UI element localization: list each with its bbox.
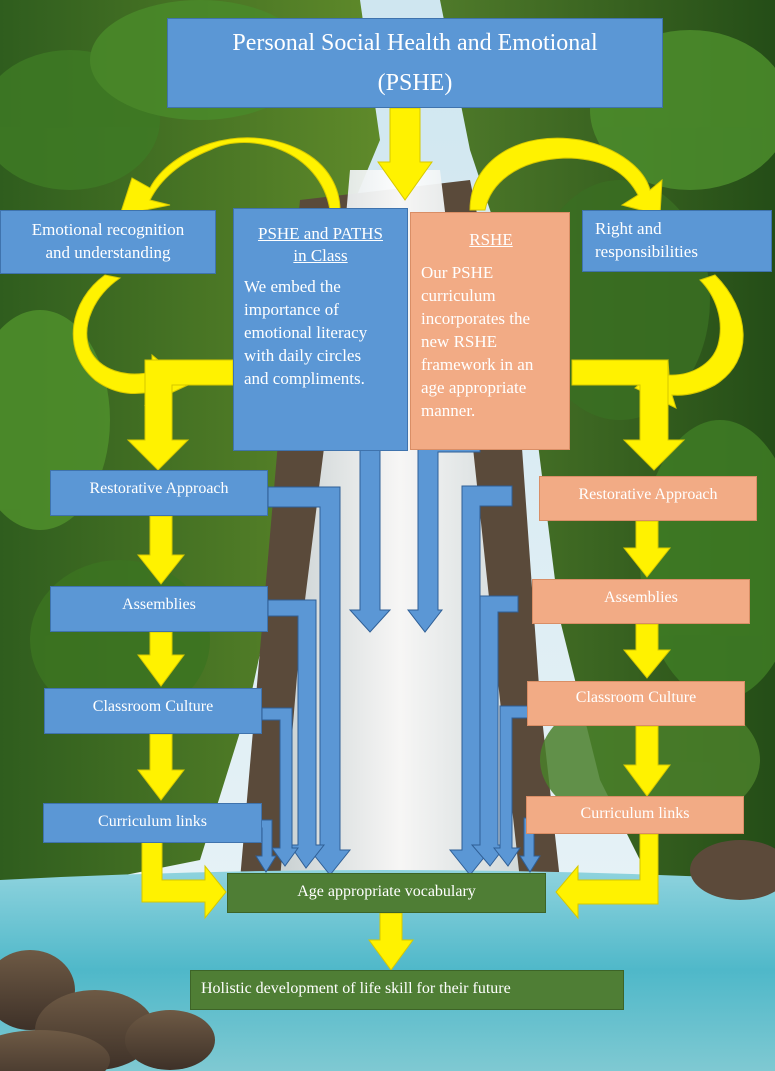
rshe-text-line: framework in an <box>421 355 534 374</box>
pshe-paths-heading-1: PSHE and PATHS <box>257 224 384 243</box>
vocabulary-box: Age appropriate vocabulary <box>227 873 546 913</box>
rshe-text-line: age appropriate <box>421 378 527 397</box>
rshe-text-line: manner. <box>421 401 476 420</box>
rshe-text-line: new RSHE <box>421 332 498 351</box>
rshe-text: Our PSHE curriculum incorporates the new… <box>421 261 561 422</box>
right-classroom-culture-box: Classroom Culture <box>527 681 745 726</box>
rshe-text-line: incorporates the <box>421 309 531 328</box>
pshe-text-line: emotional literacy <box>244 323 368 342</box>
rshe-text-line: curriculum <box>421 286 496 305</box>
emotional-recognition-box: Emotional recognition and understanding <box>0 210 216 274</box>
pshe-paths-text: We embed the importance of emotional lit… <box>244 275 397 390</box>
rights-box: Right and responsibilities <box>582 210 772 272</box>
right-assemblies-box: Assemblies <box>532 579 750 624</box>
right-restorative-box: Restorative Approach <box>539 476 757 521</box>
title-line-1: Personal Social Health and Emotional <box>232 30 598 56</box>
pshe-paths-box: PSHE and PATHS in Class We embed the imp… <box>233 208 408 451</box>
pshe-text-line: importance of <box>244 300 339 319</box>
holistic-development-box: Holistic development of life skill for t… <box>190 970 624 1010</box>
left-classroom-culture-box: Classroom Culture <box>44 688 262 734</box>
pshe-text-line: and compliments. <box>244 369 365 388</box>
rights-line-2: responsibilities <box>595 242 698 261</box>
pshe-text-line: with daily circles <box>244 346 362 365</box>
emotional-recognition-line-2: and understanding <box>45 243 171 262</box>
pshe-text-line: We embed the <box>244 277 341 296</box>
emotional-recognition-line-1: Emotional recognition <box>31 220 185 239</box>
rshe-box: RSHE Our PSHE curriculum incorporates th… <box>410 212 570 450</box>
rshe-text-line: Our PSHE <box>421 263 494 282</box>
right-curriculum-links-box: Curriculum links <box>526 796 744 834</box>
left-assemblies-box: Assemblies <box>50 586 268 632</box>
rights-line-1: Right and <box>595 219 662 238</box>
pshe-paths-heading-2: in Class <box>293 246 348 265</box>
title-box: Personal Social Health and Emotional (PS… <box>167 18 663 108</box>
left-restorative-box: Restorative Approach <box>50 470 268 516</box>
left-curriculum-links-box: Curriculum links <box>43 803 262 843</box>
rshe-heading: RSHE <box>469 230 513 249</box>
title-line-2: (PSHE) <box>377 70 453 96</box>
